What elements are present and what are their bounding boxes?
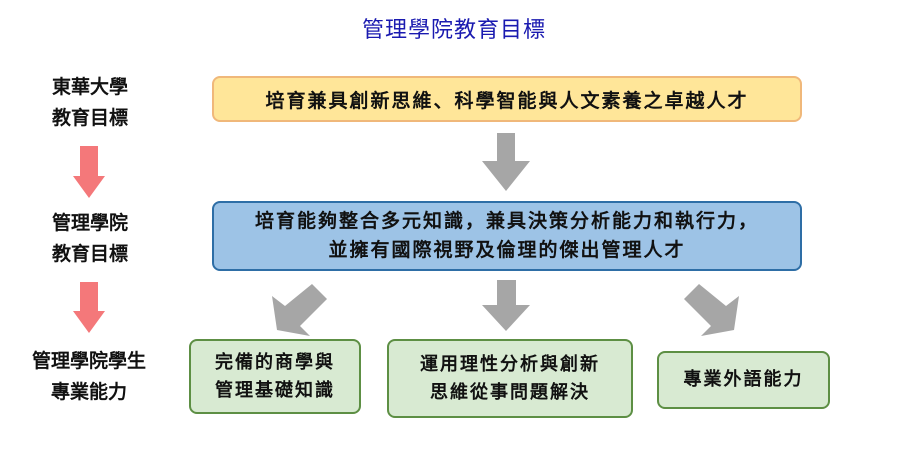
side-label-line: 管理學院 — [51, 212, 128, 234]
side-label-student-competencies: 管理學院學生 專業能力 — [14, 346, 164, 408]
competency-box-foreign-language: 專業外語能力 — [657, 351, 830, 409]
side-label-line: 東華大學 — [51, 76, 128, 98]
university-goal-text: 培育兼具創新思維、科學智能與人文素養之卓越人才 — [265, 89, 749, 112]
side-label-line: 教育目標 — [51, 243, 128, 265]
side-label-line: 管理學院學生 — [31, 350, 146, 372]
side-label-college-goal: 管理學院 教育目標 — [30, 208, 150, 270]
college-goal-text-line: 並擁有國際視野及倫理的傑出管理人才 — [328, 239, 686, 261]
side-label-line: 教育目標 — [51, 107, 128, 129]
competency-box-business-knowledge: 完備的商學與 管理基礎知識 — [189, 339, 361, 414]
competency-text-line: 思維從事問題解決 — [430, 381, 590, 403]
college-goal-box: 培育能夠整合多元知識，兼具決策分析能力和執行力， 並擁有國際視野及倫理的傑出管理… — [212, 201, 802, 271]
competency-box-problem-solving: 運用理性分析與創新 思維從事問題解決 — [387, 339, 633, 418]
competency-text-line: 管理基礎知識 — [215, 379, 335, 401]
side-label-line: 專業能力 — [50, 381, 127, 403]
university-goal-box: 培育兼具創新思維、科學智能與人文素養之卓越人才 — [212, 76, 802, 122]
gray-down-arrow-icon — [482, 280, 530, 331]
competency-text-line: 專業外語能力 — [683, 369, 804, 390]
gray-down-arrow-icon — [482, 133, 530, 191]
page-title: 管理學院教育目標 — [361, 18, 546, 43]
side-label-university-goal: 東華大學 教育目標 — [30, 72, 150, 134]
gray-down-right-arrow-icon — [684, 284, 739, 336]
competency-text-line: 運用理性分析與創新 — [420, 353, 600, 375]
gray-down-left-arrow-icon — [272, 284, 327, 336]
competency-text-line: 完備的商學與 — [215, 351, 335, 373]
college-goal-text-line: 培育能夠整合多元知識，兼具決策分析能力和執行力， — [254, 210, 759, 232]
pink-down-arrow-icon — [73, 146, 105, 198]
pink-down-arrow-icon — [73, 282, 105, 333]
